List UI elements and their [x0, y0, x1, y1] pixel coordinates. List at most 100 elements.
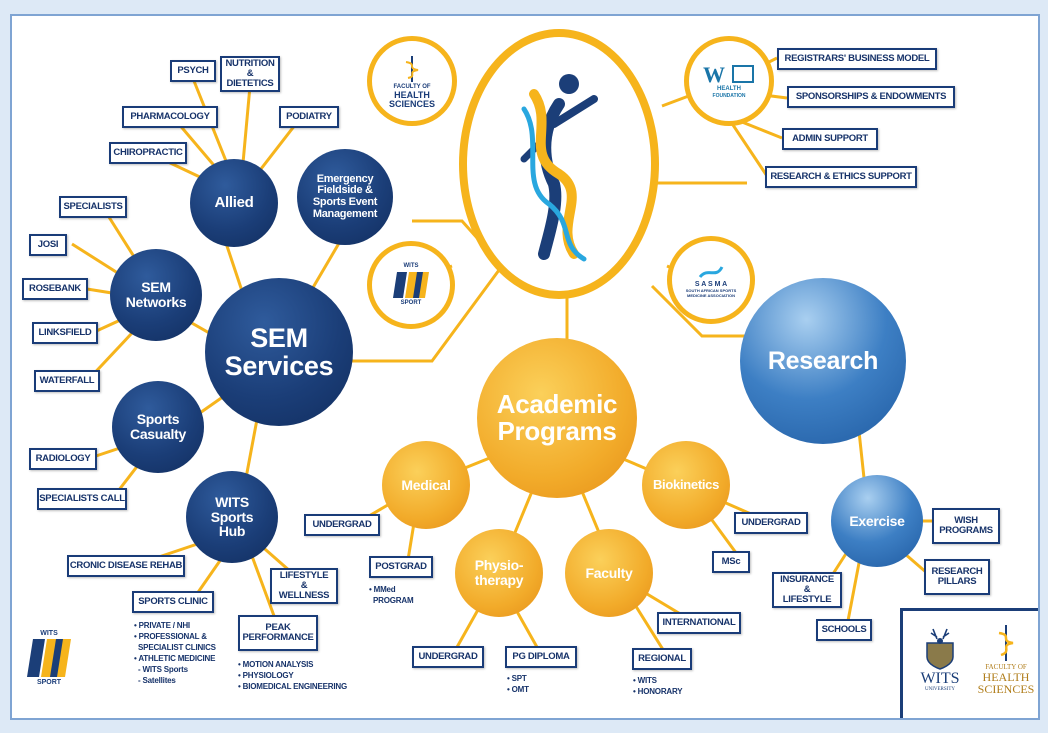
- lifestyle-wellness-box: LIFESTYLE & WELLNESS: [270, 568, 338, 604]
- podiatry-box: PODIATRY: [279, 106, 339, 128]
- undergrad-medical-box: UNDERGRAD: [304, 514, 380, 536]
- wits-university-name: WITS: [920, 670, 960, 687]
- peak-performance-list: • MOTION ANALYSIS • PHYSIOLOGY • BIOMEDI…: [238, 659, 347, 692]
- pg-diploma-item: • OMT: [507, 685, 529, 694]
- regional-box: REGIONAL: [632, 648, 692, 670]
- wits-health-line2: FOUNDATION: [712, 93, 746, 99]
- research-circle: Research: [740, 278, 906, 444]
- diagram-canvas: FACULTY OF HEALTH SCIENCES WITS SPORT W …: [10, 14, 1040, 720]
- faculty-corner-logo: FACULTY OF HEALTH SCIENCES: [975, 623, 1037, 695]
- peak-performance-item: • PHYSIOLOGY: [238, 671, 294, 680]
- postgrad-list: • MMed PROGRAM: [369, 584, 414, 606]
- pg-diploma-item: • SPT: [507, 674, 527, 683]
- sports-clinic-item: • ATHLETIC MEDICINE: [134, 654, 216, 663]
- postgrad-item: PROGRAM: [369, 596, 414, 605]
- postgrad-box: POSTGRAD: [369, 556, 433, 578]
- undergrad-bio-box: UNDERGRAD: [734, 512, 808, 534]
- faculty-circle: Faculty: [565, 529, 653, 617]
- sports-casualty-circle: Sports Casualty: [112, 381, 204, 473]
- postgrad-item: • MMed: [369, 585, 396, 594]
- wits-health-line1: HEALTH: [717, 86, 741, 92]
- research-ethics-box: RESEARCH & ETHICS SUPPORT: [765, 166, 917, 188]
- specialists-call-box: SPECIALISTS CALL: [37, 488, 127, 510]
- sports-clinic-item: • PROFESSIONAL &: [134, 632, 207, 641]
- sem-networks-circle: SEM Networks: [110, 249, 202, 341]
- sasma-line1: S A S M A: [694, 280, 728, 288]
- schools-box: SCHOOLS: [816, 619, 872, 641]
- sasma-line3: MEDICINE ASSOCIATION: [686, 292, 735, 298]
- wits-sport-line1: WITS: [403, 263, 419, 269]
- physiotherapy-circle: Physio- therapy: [455, 529, 543, 617]
- msc-box: MSc: [712, 551, 750, 573]
- faculty-logo-ring: FACULTY OF HEALTH SCIENCES: [367, 36, 457, 126]
- sports-clinic-box: SPORTS CLINIC: [132, 591, 214, 613]
- insurance-box: INSURANCE & LIFESTYLE: [772, 572, 842, 608]
- wits-sport-logo: WITS SPORT: [24, 630, 74, 686]
- faculty-logo-line1: FACULTY OF: [393, 83, 431, 90]
- rosebank-box: ROSEBANK: [22, 278, 88, 300]
- pharmacology-box: PHARMACOLOGY: [122, 106, 218, 128]
- athlete-icon: [520, 74, 598, 262]
- academic-programs-circle: Academic Programs: [477, 338, 637, 498]
- linksfield-box: LINKSFIELD: [32, 322, 98, 344]
- faculty-corner-line3: SCIENCES: [977, 682, 1035, 696]
- wits-health-ring: W HEALTH FOUNDATION: [684, 36, 774, 126]
- peak-performance-box: PEAK PERFORMANCE: [238, 615, 318, 651]
- regional-list: • WITS • HONORARY: [633, 675, 683, 697]
- regional-item: • HONORARY: [633, 687, 683, 696]
- wits-university-logo: WITS UNIVERSITY: [909, 625, 971, 692]
- allied-circle: Allied: [190, 159, 278, 247]
- emergency-circle: Emergency Fieldside & Sports Event Manag…: [297, 149, 393, 245]
- sasma-ring: S A S M A SOUTH AFRICAN SPORTS MEDICINE …: [667, 236, 755, 324]
- sports-clinic-item: SPECIALIST CLINICS: [134, 643, 216, 652]
- wits-sport-logo-bottom: SPORT: [36, 679, 62, 686]
- wits-university-sub: UNIVERSITY: [925, 687, 955, 692]
- faculty-logo-line3: SCIENCES: [388, 98, 435, 109]
- sponsorships-box: SPONSORSHIPS & ENDOWMENTS: [787, 86, 955, 108]
- nutrition-box: NUTRITION & DIETETICS: [220, 56, 280, 92]
- caduceus-corner-icon: [998, 625, 1014, 661]
- sasma-line2: SOUTH AFRICAN SPORTS: [685, 287, 737, 293]
- peak-performance-item: • BIOMEDICAL ENGINEERING: [238, 682, 347, 691]
- corner-logo-panel: WITS UNIVERSITY FACULTY OF HEALTH SCIENC…: [900, 608, 1038, 718]
- chiropractic-box: CHIROPRACTIC: [109, 142, 187, 164]
- wits-sport-ring: WITS SPORT: [367, 241, 455, 329]
- sports-clinic-list: • PRIVATE / NHI • PROFESSIONAL & SPECIAL…: [134, 620, 216, 686]
- faculty-corner-line1: FACULTY OF: [985, 663, 1027, 671]
- research-pillars-box: RESEARCH PILLARS: [924, 559, 990, 595]
- specialists-box: SPECIALISTS: [59, 196, 127, 218]
- wits-sports-hub-circle: WITS Sports Hub: [186, 471, 278, 563]
- wits-crest-icon: [926, 628, 954, 670]
- international-box: INTERNATIONAL: [657, 612, 741, 634]
- peak-performance-item: • MOTION ANALYSIS: [238, 660, 314, 669]
- cronic-disease-rehab-box: CRONIC DISEASE REHAB: [67, 555, 185, 577]
- registrars-box: REGISTRARS' BUSINESS MODEL: [777, 48, 937, 70]
- admin-support-box: ADMIN SUPPORT: [782, 128, 878, 150]
- josi-box: JOSI: [29, 234, 67, 256]
- wits-sport-line2: SPORT: [400, 300, 422, 306]
- regional-item: • WITS: [633, 676, 657, 685]
- wish-programs-box: WISH PROGRAMS: [932, 508, 1000, 544]
- svg-text:W: W: [703, 62, 725, 86]
- sasma-icon: [698, 265, 724, 278]
- sports-clinic-item: - WITS Sports: [134, 665, 188, 674]
- radiology-box: RADIOLOGY: [29, 448, 97, 470]
- sports-clinic-item: - Satellites: [134, 676, 176, 685]
- pg-diploma-list: • SPT • OMT: [507, 673, 529, 695]
- waterfall-box: WATERFALL: [34, 370, 100, 392]
- sem-services-circle: SEM Services: [205, 278, 353, 426]
- caduceus-icon: [405, 55, 419, 82]
- psych-box: PSYCH: [170, 60, 216, 82]
- wits-sport-icon: [393, 272, 429, 298]
- undergrad-physio-box: UNDERGRAD: [412, 646, 484, 668]
- medical-circle: Medical: [382, 441, 470, 529]
- pg-diploma-box: PG DIPLOMA: [505, 646, 577, 668]
- wits-sport-logo-top: WITS: [40, 630, 58, 637]
- sports-clinic-item: • PRIVATE / NHI: [134, 621, 190, 630]
- biokinetics-circle: Biokinetics: [642, 441, 730, 529]
- wits-health-icon: W: [703, 62, 754, 86]
- central-athlete-hub: [459, 29, 659, 299]
- exercise-circle: Exercise: [831, 475, 923, 567]
- faculty-corner-line2: HEALTH: [982, 670, 1030, 684]
- faculty-logo-line2: HEALTH: [394, 89, 430, 100]
